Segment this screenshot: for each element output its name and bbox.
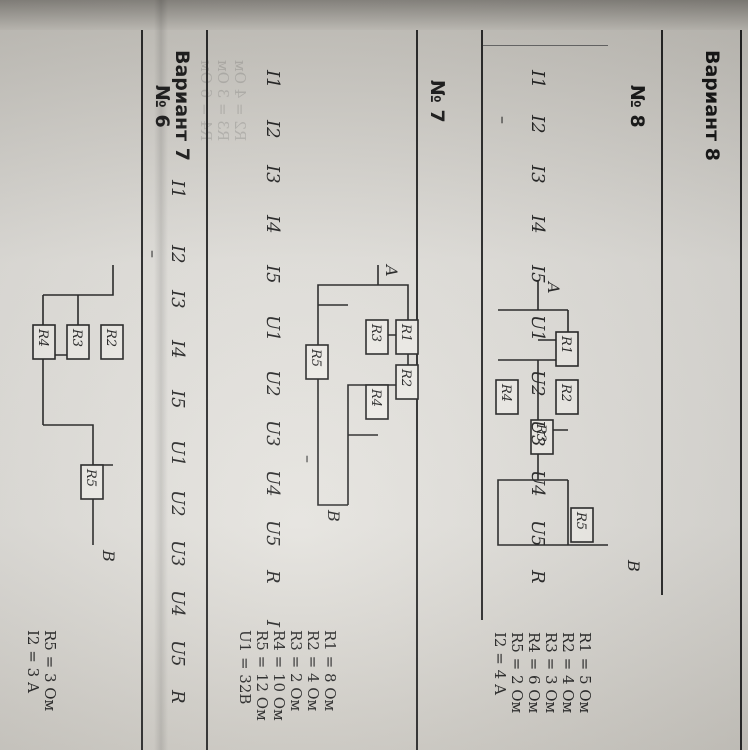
variant-7-header-r: R <box>262 570 283 584</box>
variant-6-circuit: B R2 R3 R4 R5 <box>32 265 124 562</box>
variant-6-resistor-4-label: R4 <box>35 328 50 347</box>
variant-8-header-i4: I4 <box>527 215 548 234</box>
variant-8-terminal-b: B <box>624 559 643 572</box>
variant-8-title: Вариант 8 <box>701 50 723 162</box>
variant-8-header-i5: I5 <box>527 265 548 284</box>
variant-6-wires <box>42 265 114 545</box>
variant-6-given: R5 = 3 Ом I2 = 3 А <box>24 630 59 712</box>
variant-6-header-u2: U2 <box>167 490 188 517</box>
variant-7-resistor-2 <box>395 364 419 400</box>
variant-8-resistor-3-label: R3 <box>533 423 548 442</box>
variant-8-terminal-a: A <box>544 280 563 294</box>
variant-8-header-i2: I2 <box>527 115 548 134</box>
variant-7-header-i1: I1 <box>262 70 283 89</box>
variant-7-terminal-a: A <box>382 263 401 277</box>
variant-6-header-u5: U5 <box>167 640 188 667</box>
variant-6-header-i1: I1 <box>167 180 188 199</box>
variant-7-wires <box>317 265 409 506</box>
variant-7-resistor-5 <box>305 344 329 380</box>
variant-7-resistor-3 <box>365 319 389 355</box>
variant-8-resistor-4 <box>495 379 519 415</box>
variant-7-task-number: № 7 <box>426 80 448 123</box>
variant-8-header-u3: U3 <box>527 420 548 447</box>
variant-8-resistor-2 <box>555 379 579 415</box>
variant-7-title: Вариант 7 <box>171 50 193 162</box>
variant-8-header-i1: I1 <box>527 70 548 89</box>
variant-8-resistor-3 <box>530 419 554 455</box>
variant-6-resistor-5 <box>80 464 104 500</box>
variant-6-resistor-4 <box>32 324 56 360</box>
variant-8-header-u1: U1 <box>527 315 548 342</box>
variant-7-header-i: I <box>262 620 283 628</box>
variant-7-header-i3: I3 <box>262 165 283 184</box>
rule-top <box>740 30 742 750</box>
variant-8-resistor-5 <box>570 507 594 543</box>
variant-6-header-i3: I3 <box>167 290 188 309</box>
variant-6-header-u4: U4 <box>167 590 188 617</box>
variant-8-header-u4: U4 <box>527 470 548 497</box>
variant-7-resistor-3-label: R3 <box>368 323 383 342</box>
variant-8-circuit: A B R1 R2 R3 R4 R5 <box>495 280 643 572</box>
variant-7-header-i4: I4 <box>262 215 283 234</box>
variant-7-circuit: A B R1 R2 R3 R4 R5 <box>305 263 419 522</box>
variant-7-resistor-4-label: R4 <box>368 388 383 407</box>
variant-8-given: R1 = 5 Ом R2 = 4 Ом R3 = 3 Ом R4 = 6 Ом … <box>491 632 594 714</box>
page-edge <box>0 0 748 30</box>
variant-6-resistor-2-label: R2 <box>103 328 118 347</box>
variant-8-resistor-5-label: R5 <box>573 511 588 530</box>
variant-6-task-number: № 6 <box>151 85 173 128</box>
variant-8-resistor-1 <box>555 331 579 367</box>
variant-7-resistor-1-label: R1 <box>398 323 413 342</box>
variant-8-header-u2: U2 <box>527 370 548 397</box>
variant-6-terminal-b: B <box>99 549 118 562</box>
variant-6-header-i4: I4 <box>167 340 188 359</box>
variant-6-header-i5: I5 <box>167 390 188 409</box>
variant-7-given: R1 = 8 Ом R2 = 4 Ом R3 = 2 Ом R4 = 10 Ом… <box>236 630 339 721</box>
variant-7-resistor-5-label: R5 <box>308 348 323 367</box>
variant-7-resistor-4 <box>365 384 389 420</box>
variant-6-header-u3: U3 <box>167 540 188 567</box>
variant-8-resistor-1-label: R1 <box>558 335 573 354</box>
variant-6-resistor-3-label: R3 <box>69 328 84 347</box>
variant-7-resistor-1 <box>395 319 419 355</box>
variant-8-header-i3: I3 <box>527 165 548 184</box>
variant-6-empty-value: – <box>144 250 163 258</box>
variant-6-resistor-3 <box>66 324 90 360</box>
variant-7-resistor-2-label: R2 <box>398 368 413 387</box>
variant-6-resistor-2 <box>100 324 124 360</box>
variant-8-empty-value: – <box>494 116 513 124</box>
variant-6-header-i2: I2 <box>167 245 188 264</box>
variant-8-task-number: № 8 <box>626 85 648 128</box>
variant-6-header-u1: U1 <box>167 440 188 467</box>
variant-7-terminal-b: B <box>324 509 343 522</box>
variant-7-header-i2: I2 <box>262 120 283 139</box>
variant-8-resistor-2-label: R2 <box>558 383 573 402</box>
variant-6-resistor-5-label: R5 <box>83 468 98 487</box>
variant-8-header-u5: U5 <box>527 520 548 547</box>
variant-8-header-r: R <box>527 570 548 584</box>
variant-8-resistor-4-label: R4 <box>498 383 513 402</box>
variant-6-header-r: R <box>167 690 188 704</box>
rule-5 <box>141 30 143 750</box>
